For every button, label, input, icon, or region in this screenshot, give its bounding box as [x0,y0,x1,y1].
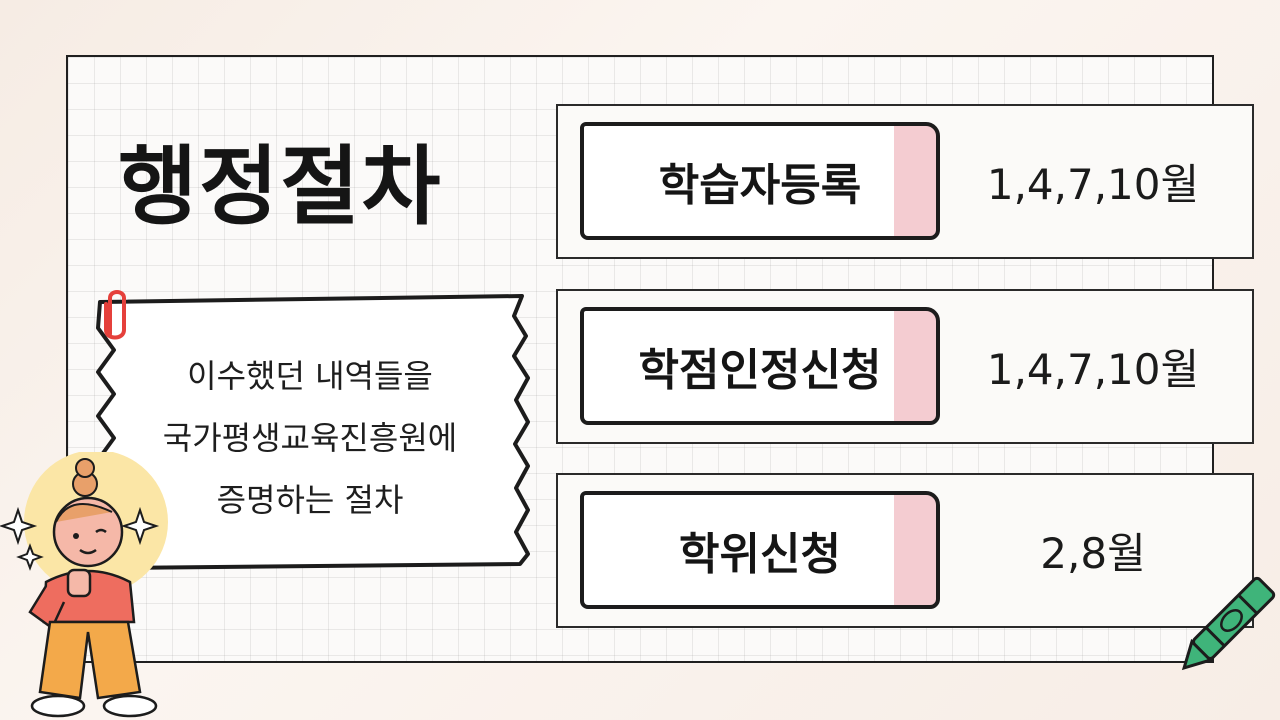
procedure-label: 학점인정신청 [580,307,940,425]
paperclip-icon [104,290,126,340]
procedure-label: 학위신청 [580,491,940,609]
page-title: 행정절차 [118,137,443,237]
note-line: 증명하는 절차 [216,481,404,519]
procedure-row-credit: 학점인정신청 1,4,7,10월 [556,289,1254,444]
crayon-icon [1181,576,1276,671]
sparkle-icon [16,543,44,571]
thumbs-up-girl-illustration [0,452,168,718]
procedure-months: 2,8월 [1040,529,1146,578]
torn-note-card [96,294,530,570]
procedure-months: 1,4,7,10월 [986,345,1200,394]
note-text: 이수했던 내역들을 국가평생교육진흥원에 증명하는 절차 [100,345,520,531]
procedure-row-degree: 학위신청 2,8월 [556,473,1254,628]
note-line: 국가평생교육진흥원에 [162,419,458,457]
procedure-months: 1,4,7,10월 [986,160,1200,209]
sparkle-icon [120,506,160,546]
note-line: 이수했던 내역들을 [187,357,433,395]
procedure-label: 학습자등록 [580,122,940,240]
sparkle-icon [0,506,38,546]
procedure-row-registration: 학습자등록 1,4,7,10월 [556,104,1254,259]
